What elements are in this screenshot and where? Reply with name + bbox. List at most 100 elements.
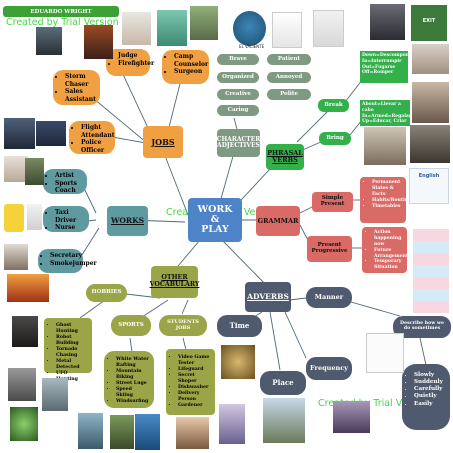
photo-surgeon xyxy=(157,10,187,46)
photo-robot xyxy=(8,368,36,401)
phrasal-verbs-node[interactable]: PHRASAL VERBS xyxy=(266,144,304,170)
photo-artist xyxy=(4,156,28,182)
photo-ufo xyxy=(10,407,38,441)
photo-room xyxy=(333,401,370,433)
watermark-bottom: Created by Trial Version xyxy=(318,398,431,409)
describe-line-2: do sometimes xyxy=(403,326,441,331)
list-item: Camp Counselor xyxy=(174,53,208,68)
jobs-node[interactable]: JOBS xyxy=(143,126,183,158)
adjectives-node[interactable]: CHARACTER ADJECTIVES xyxy=(217,129,260,157)
photo-family xyxy=(412,82,449,123)
list-item: Mountain Biking xyxy=(116,369,150,381)
list-item: Carefully xyxy=(414,386,446,393)
photo-ghost xyxy=(12,316,38,347)
phrasal-label-1: PHRASAL xyxy=(267,149,303,158)
photo-time xyxy=(221,345,255,379)
phrasal-bring-node[interactable]: Bring xyxy=(319,132,351,145)
center-node[interactable]: WORK & PLAY xyxy=(188,198,242,242)
adjectives-label-2: ADJECTIVES xyxy=(217,142,260,149)
adverb-manner-node[interactable]: Manner xyxy=(306,287,352,308)
list-item: Future Arrangements xyxy=(374,248,411,260)
photo-secretary xyxy=(4,244,28,270)
photo-exit xyxy=(411,5,447,41)
adverb-time-node[interactable]: Time xyxy=(217,315,262,337)
valiente-caption: EL VALIENTE xyxy=(239,44,265,49)
list-item: Lifeguard xyxy=(178,367,211,373)
progressive-label-1: Present xyxy=(317,242,342,249)
grammar-node[interactable]: GRAMMAR xyxy=(256,206,300,236)
list-item: In=Armed=Regalar xyxy=(362,113,412,119)
list-item: Permanent States & Facts xyxy=(372,180,402,198)
hobbies-node[interactable]: HOBBIES xyxy=(86,284,127,302)
list-item: Slowly xyxy=(414,372,446,379)
present-progressive-node[interactable]: Present Progressive xyxy=(307,236,352,262)
progressive-label-2: Progressive xyxy=(311,248,348,254)
watermark-top: Created by Trial Version xyxy=(6,17,119,28)
list-item: Surgeon xyxy=(174,68,205,76)
adverbs-node[interactable]: ADVERBS xyxy=(245,282,291,312)
photo-silhouette xyxy=(272,12,302,48)
photo-detector xyxy=(42,378,68,411)
sports-list: White Water Rafting Mountain Biking Stre… xyxy=(104,351,154,408)
list-item: In=Interrumpir xyxy=(362,58,402,64)
photo-firefighter xyxy=(84,25,113,59)
author-banner: EDUARDO WRIGHT xyxy=(3,6,119,17)
center-word-play: PLAY xyxy=(201,223,229,235)
list-item: Sports Coach xyxy=(55,180,83,195)
sports-node[interactable]: SPORTS xyxy=(111,315,151,336)
adjectives-label-1: CHARACTER xyxy=(216,135,261,143)
list-item: Sales Assistant xyxy=(65,88,96,103)
photo-desk xyxy=(313,10,344,47)
list-item: Up=Educar, Criar xyxy=(362,119,407,125)
list-item: Temporary Situation xyxy=(374,259,403,271)
adjective-polite[interactable]: Polite xyxy=(267,89,311,100)
adjective-organized[interactable]: Organized xyxy=(217,72,259,83)
simple-present-node[interactable]: Simple Present xyxy=(312,192,353,212)
adjective-brave[interactable]: Brave xyxy=(217,54,259,65)
list-item: Street Luge xyxy=(116,381,150,387)
jobs-flight-box: Flight AttendantPolice Officer xyxy=(69,121,115,154)
adverb-frequency-node[interactable]: Frequency xyxy=(306,357,352,380)
photo-office xyxy=(370,4,405,40)
list-item: Taxi Driver xyxy=(55,209,85,224)
works-node[interactable]: WORKS xyxy=(107,206,148,236)
adjective-patient[interactable]: Patient xyxy=(267,54,311,65)
list-item: Easily xyxy=(414,401,446,408)
list-item: Nurse xyxy=(55,224,85,232)
adverb-place-node[interactable]: Place xyxy=(260,371,306,395)
photo-study xyxy=(364,127,406,165)
list-item: White Water Rafting xyxy=(116,357,150,369)
photo-car xyxy=(412,44,449,74)
list-item: Out=Fugarse xyxy=(362,64,396,70)
adverbs-label: ADVERBS xyxy=(247,292,289,302)
phrasal-break-node[interactable]: Break xyxy=(318,99,349,112)
list-item: Speed Skiing xyxy=(116,387,150,399)
grammar-label: GRAMMAR xyxy=(257,216,299,225)
list-item: Action happening now xyxy=(374,230,403,248)
list-item: Gardener xyxy=(178,403,211,409)
list-item: Police Officer xyxy=(81,139,111,154)
list-item: Video Game Tester xyxy=(178,355,211,367)
phrasal-label-2: VERBS xyxy=(272,156,298,164)
photo-stickers xyxy=(413,229,449,313)
adjective-caring[interactable]: Caring xyxy=(217,105,259,116)
photo-flight-crew xyxy=(36,121,66,146)
list-item: Habits/Routines xyxy=(372,198,414,204)
other-vocabulary-node[interactable]: OTHER VOCABULARY xyxy=(150,266,199,298)
list-item: Quietly xyxy=(414,393,446,400)
english-sign-text: English xyxy=(418,173,440,179)
list-item: Windsurfing xyxy=(116,399,150,405)
describe-how-node[interactable]: Describe how we do sometimes xyxy=(393,316,451,338)
list-item: Suddenly xyxy=(414,379,446,386)
adjective-annoyed[interactable]: Annoyed xyxy=(267,72,311,83)
list-item: Firefighter xyxy=(118,60,154,68)
photo-street xyxy=(263,398,305,443)
student-jobs-node[interactable]: STUDENTS JOBS xyxy=(159,315,207,336)
hobbies-list: Ghost Hunting Robot Building Tornado Cha… xyxy=(44,318,92,382)
list-item: Timetables xyxy=(372,204,402,210)
adjective-creative[interactable]: Creative xyxy=(217,89,259,100)
photo-biking xyxy=(110,415,134,449)
list-item: Metal Detected xyxy=(56,359,88,371)
phrasal-bring-list: About=Llevar a cabo In=Armed=Regalar Up=… xyxy=(360,100,412,126)
photo-lifeguard xyxy=(176,417,209,449)
